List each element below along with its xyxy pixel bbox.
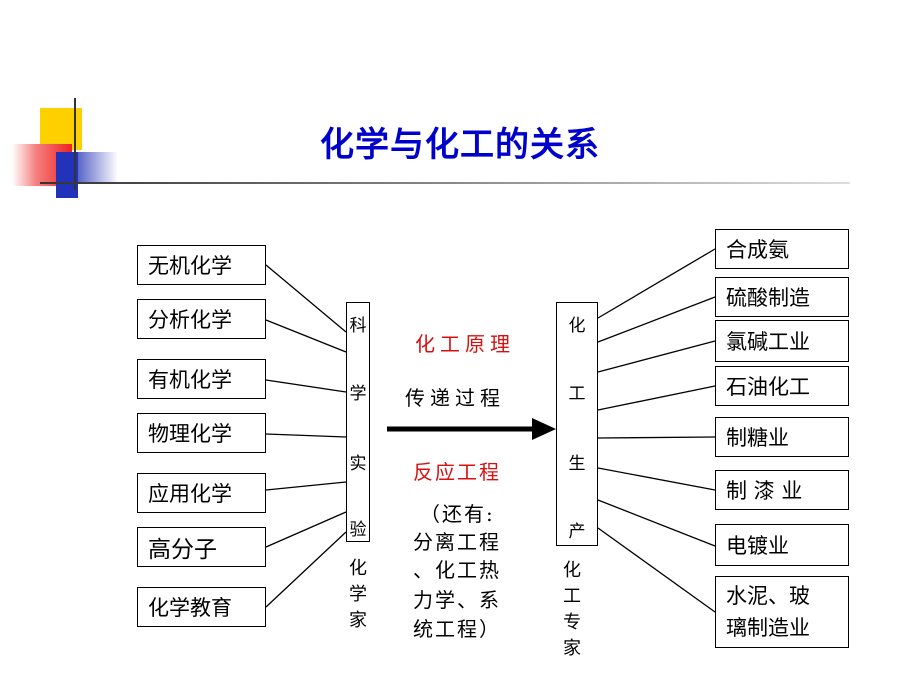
additional-note-line: 分离工程 xyxy=(413,530,501,554)
additional-note-line: （还有: xyxy=(420,502,495,526)
science-experiment-box: 科 学 实 验 xyxy=(346,302,370,542)
right-item-paint-industry: 制 漆 业 xyxy=(715,470,849,510)
decor-vertical-line xyxy=(74,98,76,190)
right-item-ammonia-synthesis: 合成氨 xyxy=(715,229,849,269)
right-item-sulfuric-acid: 硫酸制造 xyxy=(715,277,849,317)
left-item-physical-chemistry: 物理化学 xyxy=(137,413,266,453)
right-item-sugar-industry: 制糖业 xyxy=(715,417,849,457)
additional-note-line: 力学、系 xyxy=(413,588,501,612)
transfer-process: 传递过程 xyxy=(405,386,505,410)
decor-blue-fade xyxy=(78,152,118,182)
left-item-polymer: 高分子 xyxy=(137,527,266,567)
reaction-engineering: 反应工程 xyxy=(413,460,501,484)
chemical-production-char: 产 xyxy=(568,522,586,542)
chemist-caption: 化 学 家 xyxy=(349,558,367,631)
chemical-engineering-principles: 化工原理 xyxy=(415,332,515,356)
left-item-analytical-chemistry: 分析化学 xyxy=(137,299,266,339)
left-item-chemistry-education: 化学教育 xyxy=(137,587,266,627)
right-item-cement-glass: 水泥、玻 璃制造业 xyxy=(715,576,849,648)
chemical-production-char: 生 xyxy=(568,454,586,474)
chemical-production-box: 化 工 生 产 xyxy=(556,302,598,546)
decor-horizontal-line xyxy=(40,182,850,184)
chemical-expert-caption: 化 工 专 家 xyxy=(563,560,581,659)
right-item-petrochemical: 石油化工 xyxy=(715,366,849,406)
additional-note-line: 统工程） xyxy=(413,617,501,641)
science-experiment-char: 验 xyxy=(349,520,367,540)
decor-blue-square xyxy=(56,152,78,198)
right-item-chlor-alkali: 氯碱工业 xyxy=(715,320,849,362)
science-experiment-char: 科 xyxy=(349,316,367,336)
page-title: 化学与化工的关系 xyxy=(320,125,600,165)
left-item-inorganic-chemistry: 无机化学 xyxy=(137,245,266,285)
left-item-organic-chemistry: 有机化学 xyxy=(137,359,266,399)
additional-note-line: 、化工热 xyxy=(413,558,501,582)
right-item-electroplating: 电镀业 xyxy=(715,524,849,566)
science-experiment-char: 学 xyxy=(349,384,367,404)
chemical-production-char: 化 xyxy=(568,316,586,336)
chemical-production-char: 工 xyxy=(568,384,586,404)
left-item-applied-chemistry: 应用化学 xyxy=(137,473,266,513)
science-experiment-char: 实 xyxy=(349,454,367,474)
